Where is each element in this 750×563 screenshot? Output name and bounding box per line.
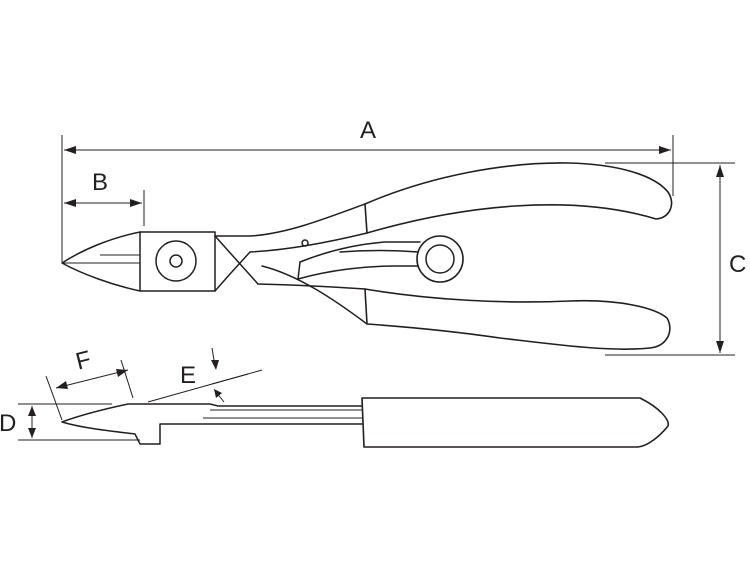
upper-handle-metal — [214, 203, 366, 237]
pivot-outer-circle — [155, 240, 197, 282]
label-f: F — [73, 346, 94, 376]
side-handle-grip — [361, 397, 669, 448]
label-e: E — [180, 362, 196, 389]
return-spring — [299, 241, 421, 263]
pliers-side-view — [61, 397, 669, 448]
rivet — [301, 239, 309, 247]
dimension-lines — [18, 135, 735, 441]
lower-handle-metal — [257, 283, 366, 290]
lower-handle-grip — [364, 288, 671, 350]
pivot-inner-circle — [169, 254, 183, 268]
label-d: D — [0, 410, 16, 437]
pliers-top-view — [61, 162, 673, 350]
upper-handle-grip — [364, 162, 673, 234]
label-c: C — [729, 251, 746, 278]
label-b: B — [92, 169, 108, 196]
label-a: A — [360, 117, 376, 144]
side-jaw — [61, 403, 363, 445]
pivot-box — [139, 231, 216, 292]
spring-coil — [416, 235, 464, 283]
cutting-jaw — [61, 231, 141, 292]
